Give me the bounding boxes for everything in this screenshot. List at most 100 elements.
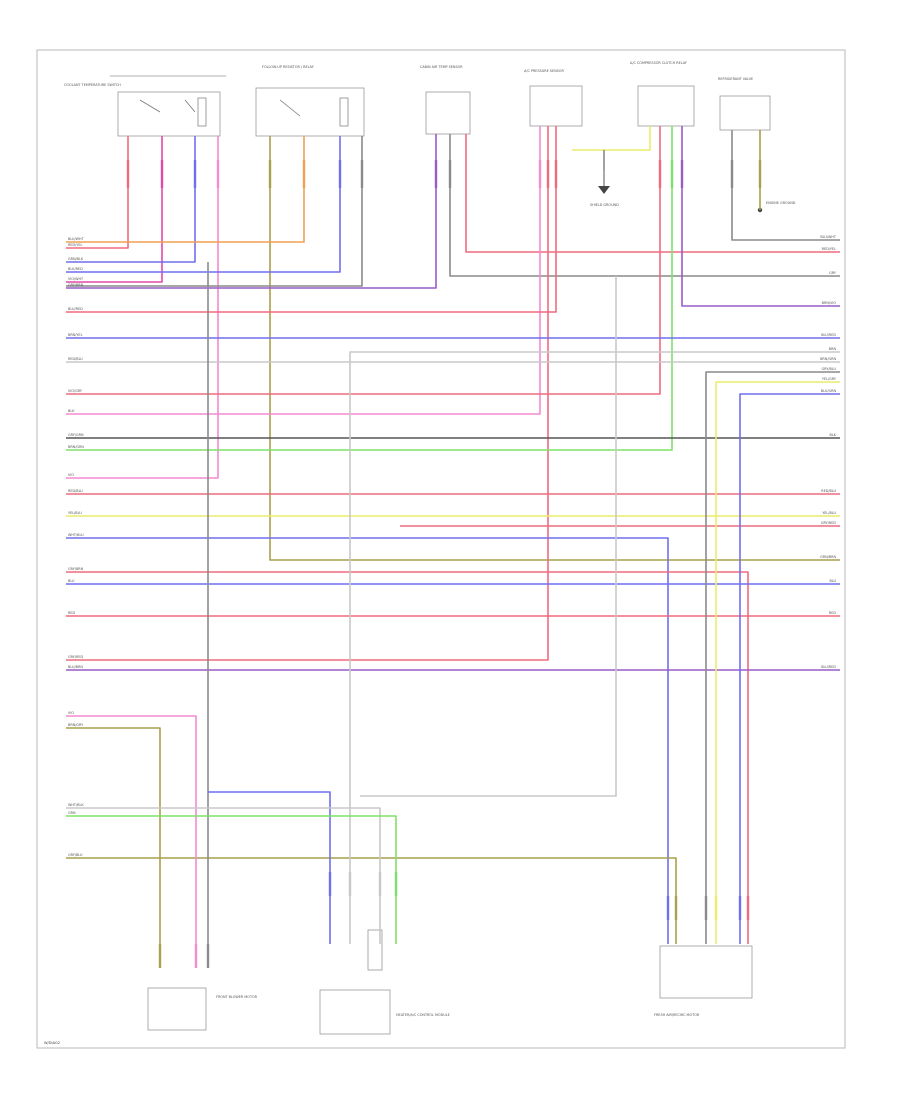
left-wire-label: RED/YEL: [68, 243, 82, 247]
wire-relay2-2: [66, 126, 673, 451]
right-wire-label: GRY: [829, 271, 837, 275]
control-module-label: HEATER/A/C CONTROL MODULE: [396, 1013, 450, 1017]
right-wire-label: YEL/BLU: [822, 511, 836, 515]
page-number: W/DIAG2: [44, 1041, 60, 1045]
left-wire-label: GRY/GRN: [68, 433, 84, 437]
component-compressor-relay: A/C COMPRESSOR CLUTCH RELAY: [630, 61, 695, 127]
right-wire-label: BLK: [830, 433, 837, 437]
wire-relay-orange: [66, 136, 305, 243]
wire-cm-green: [66, 815, 397, 944]
recirc-motor-label: FRESH AIR/RECIRC MOTOR: [654, 1013, 700, 1017]
wire-relay2-3: [681, 126, 840, 307]
left-wire-label: BRN/GRY: [68, 723, 84, 727]
right-wire-label: GRY/RED: [821, 521, 836, 525]
right-wire-label: RED/BLU: [821, 489, 836, 493]
component-recirc-motor: FRESH AIR/RECIRC MOTOR: [654, 945, 753, 1017]
left-wire-label: RED/BLU: [68, 357, 83, 361]
wire-relay2-1: [66, 126, 661, 395]
blower-motor-box: [147, 987, 207, 1031]
cabin-temp-sensor-label: CABIN AIR TEMP SENSOR: [420, 65, 463, 69]
left-wire-label: WHT/BLU: [68, 533, 84, 537]
recirc-motor-box: [659, 945, 753, 999]
control-module-box: [319, 989, 391, 1035]
right-wire-label: BLU/RED: [821, 665, 836, 669]
right-wire-label: BLU: [829, 579, 836, 583]
left-wire-label: BLK/RED: [68, 267, 83, 271]
wire-pressure-1: [66, 126, 541, 415]
right-wire-label: BLU/GRN: [821, 389, 837, 393]
left-wire-label: BLU/WHT: [68, 237, 85, 241]
right-wire-label: BRN/VIO: [822, 301, 837, 305]
left-wire-label: GRY/BRN: [68, 283, 84, 287]
right-wire-label: GRY/BLU: [821, 367, 836, 371]
coolant-switch-label: COOLANT TEMPERATURE SWITCH: [64, 83, 121, 87]
wire-pressure-2: [66, 126, 549, 661]
wire-h-blue-538: [66, 537, 669, 944]
right-wire-label: BRN/GRN: [820, 357, 836, 361]
wire-r-blue-394: [739, 393, 840, 944]
wire-h-red-572: [66, 571, 749, 944]
component-cabin-temp-sensor: CABIN AIR TEMP SENSOR: [420, 65, 471, 135]
left-wire-label: GRY/BLU: [68, 853, 83, 857]
left-wire-label: VIO: [68, 711, 74, 715]
wire-relay-blue: [66, 136, 341, 273]
wire-pressure-ground: [572, 126, 651, 151]
wire-coolant-4: [66, 136, 219, 479]
left-wire-label: YEL/BLU: [68, 511, 82, 515]
wire-r-gray-352: [349, 351, 840, 944]
left-wire-label: BLU/RED: [68, 307, 83, 311]
wire-cm-gray: [66, 807, 381, 944]
wire-r-loop-616: [360, 276, 617, 797]
left-wire-label: BRN/GRN: [68, 445, 84, 449]
left-wire-label: BLU/BRN: [68, 665, 83, 669]
refrigerant-valve-box: [719, 95, 771, 131]
left-wire-label: VIO: [68, 473, 74, 477]
wire-cabin-1: [66, 134, 437, 289]
component-control-module: HEATER/A/C CONTROL MODULE: [319, 929, 450, 1035]
wire-h-olive-858: [66, 857, 677, 944]
component-coolant-temp-switch: COOLANT TEMPERATURE SWITCH: [64, 75, 226, 137]
left-wire-label: GRY/RED: [68, 655, 83, 659]
left-wire-label: GRN: [68, 811, 76, 815]
diagram-frame: [36, 49, 846, 1049]
left-wire-label: BLK: [68, 409, 75, 413]
shield-ground-label: SHIELD GROUND: [590, 203, 619, 207]
right-wire-label: GRN/BRN: [820, 555, 836, 559]
wire-cabin-2: [449, 134, 840, 277]
wire-relay-gray: [66, 136, 363, 287]
right-wire-label: BRN: [829, 347, 837, 351]
right-wire-label: YEL/GRY: [822, 377, 837, 381]
wire-coolant-3: [66, 136, 196, 263]
wire-cm-blue: [208, 791, 331, 944]
engine-ground-symbol: ENGINE GROUND: [757, 201, 796, 213]
left-wire-label: RED: [68, 611, 75, 615]
wire-pressure-3: [66, 126, 557, 313]
wire-bl-olive: [66, 727, 161, 944]
cabin-temp-sensor-box: [425, 91, 471, 135]
component-blower-motor: FRONT BLOWER MOTOR: [147, 987, 258, 1031]
left-wire-label: GRN/BLK: [68, 257, 84, 261]
right-wire-label: BLU/RED: [821, 333, 836, 337]
left-wire-label: WHT/BLK: [68, 803, 84, 807]
left-wire-labels: BLU/WHT RED/YEL GRN/BLK BLK/RED VIO/WHT GRY/B…: [68, 237, 85, 857]
follow-up-relay-label: FOLLOW-UP RESISTOR / RELAY: [262, 65, 315, 69]
wire-bl-pink: [66, 715, 197, 944]
left-wire-label: GRY/BRN: [68, 567, 84, 571]
wire-relay-olive: [269, 136, 840, 561]
left-wire-label: RED/BLU: [68, 489, 83, 493]
component-refrigerant-valve: REFRIGERANT VALVE: [718, 77, 771, 131]
component-ac-pressure-sensor: A/C PRESSURE SENSOR: [524, 69, 583, 127]
refrigerant-valve-label: REFRIGERANT VALVE: [718, 77, 753, 81]
left-wire-label: VIO/WHT: [68, 277, 84, 281]
right-wire-label: BLU/WHT: [820, 235, 837, 239]
wire-cabin-3: [465, 134, 840, 253]
ac-pressure-sensor-label: A/C PRESSURE SENSOR: [524, 69, 564, 73]
compressor-relay-box: [637, 85, 695, 127]
ac-pressure-sensor-box: [529, 85, 583, 127]
follow-up-relay-box: [255, 87, 365, 137]
left-wire-label: VIO/GRY: [68, 389, 83, 393]
left-wire-label: BLU: [68, 579, 75, 583]
wire-valve-1: [731, 130, 840, 241]
